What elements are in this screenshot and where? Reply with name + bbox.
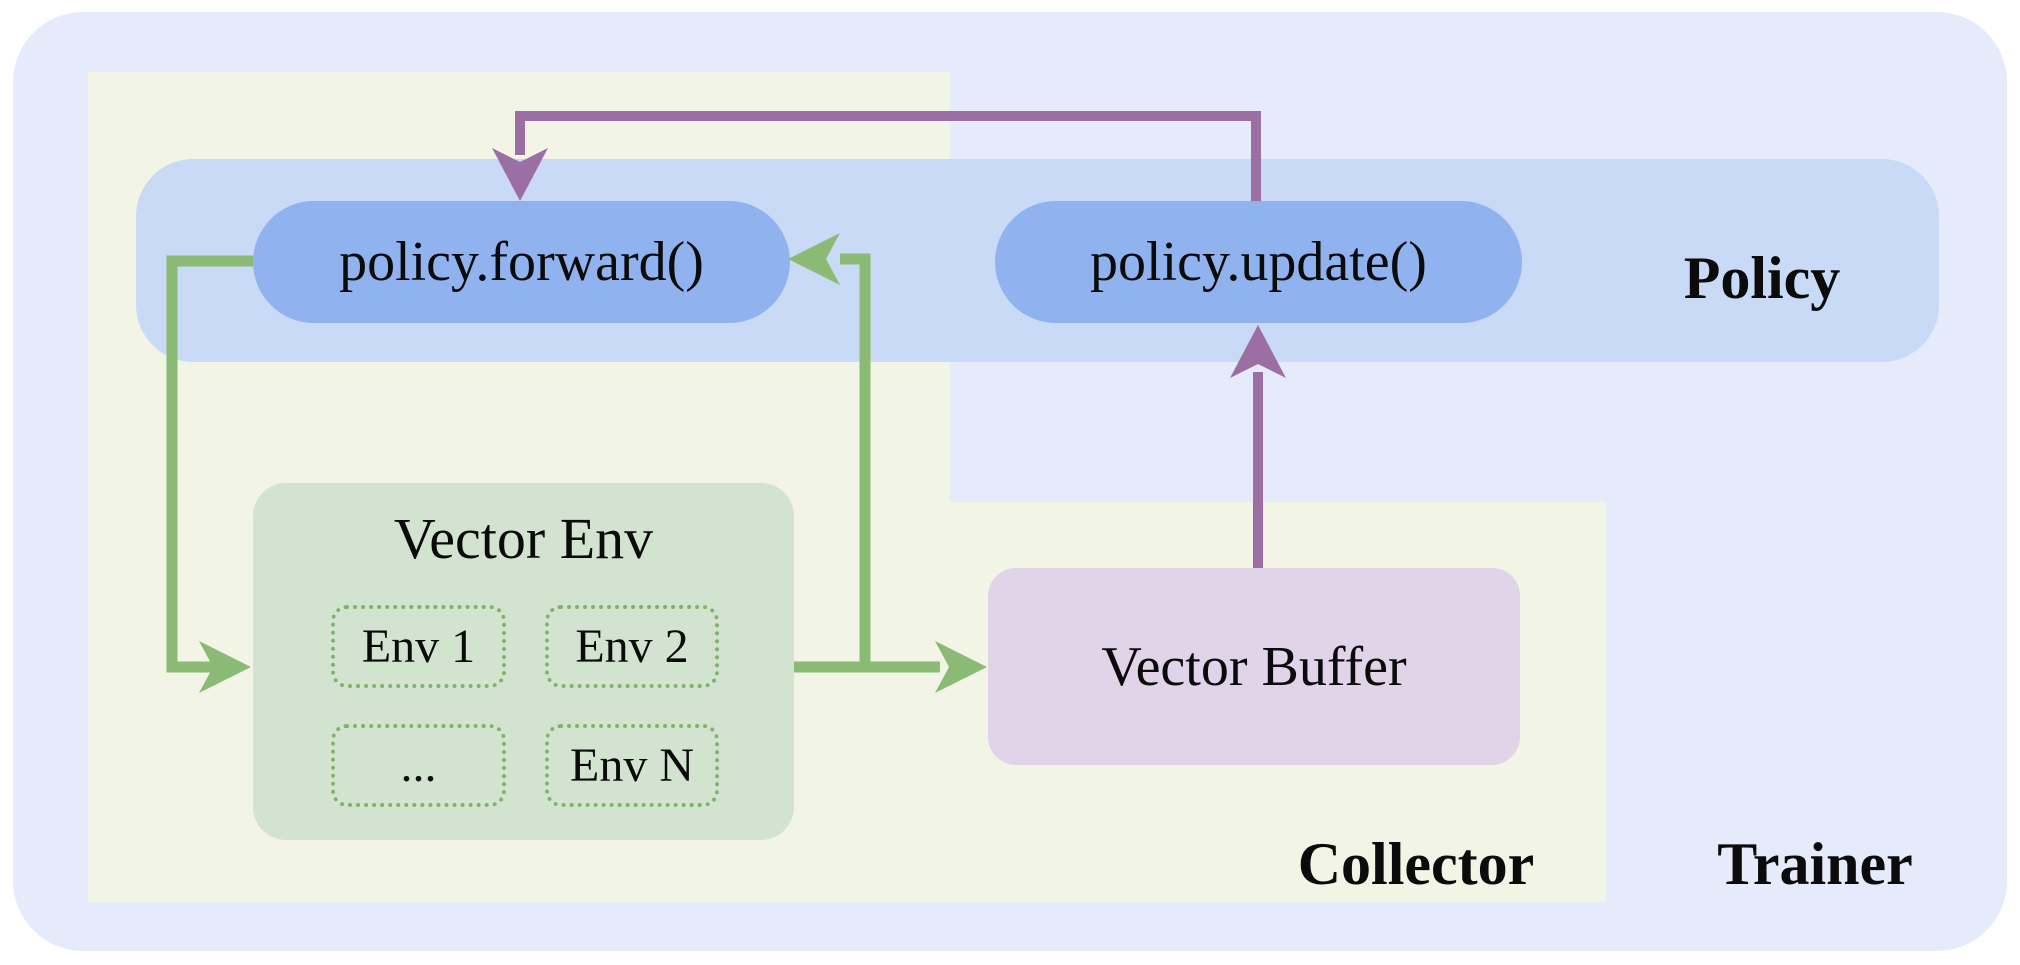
env-n-label: Env N <box>570 739 694 792</box>
env-ellipsis-label: ... <box>400 739 437 792</box>
env-1-label: Env 1 <box>361 620 476 673</box>
env-n-cell: Env N <box>545 724 719 807</box>
vector-buffer-node: Vector Buffer <box>988 568 1520 765</box>
policy-update-node: policy.update() <box>995 201 1522 323</box>
trainer-region-label: Trainer <box>1717 831 1913 897</box>
env-2-cell: Env 2 <box>545 605 719 688</box>
policy-update-label: policy.update() <box>1090 231 1427 293</box>
env-ellipsis-cell: ... <box>331 724 506 807</box>
env-2-label: Env 2 <box>575 620 689 673</box>
vector-env-node: Vector Env Env 1 Env 2 ... Env N <box>253 483 794 840</box>
vector-buffer-label: Vector Buffer <box>1101 635 1407 698</box>
env-1-cell: Env 1 <box>331 605 506 688</box>
vector-env-title: Vector Env <box>393 506 654 571</box>
policy-forward-node: policy.forward() <box>253 201 790 323</box>
policy-forward-label: policy.forward() <box>339 231 704 293</box>
policy-region-label: Policy <box>1683 245 1841 311</box>
collector-region-label: Collector <box>1297 831 1535 897</box>
